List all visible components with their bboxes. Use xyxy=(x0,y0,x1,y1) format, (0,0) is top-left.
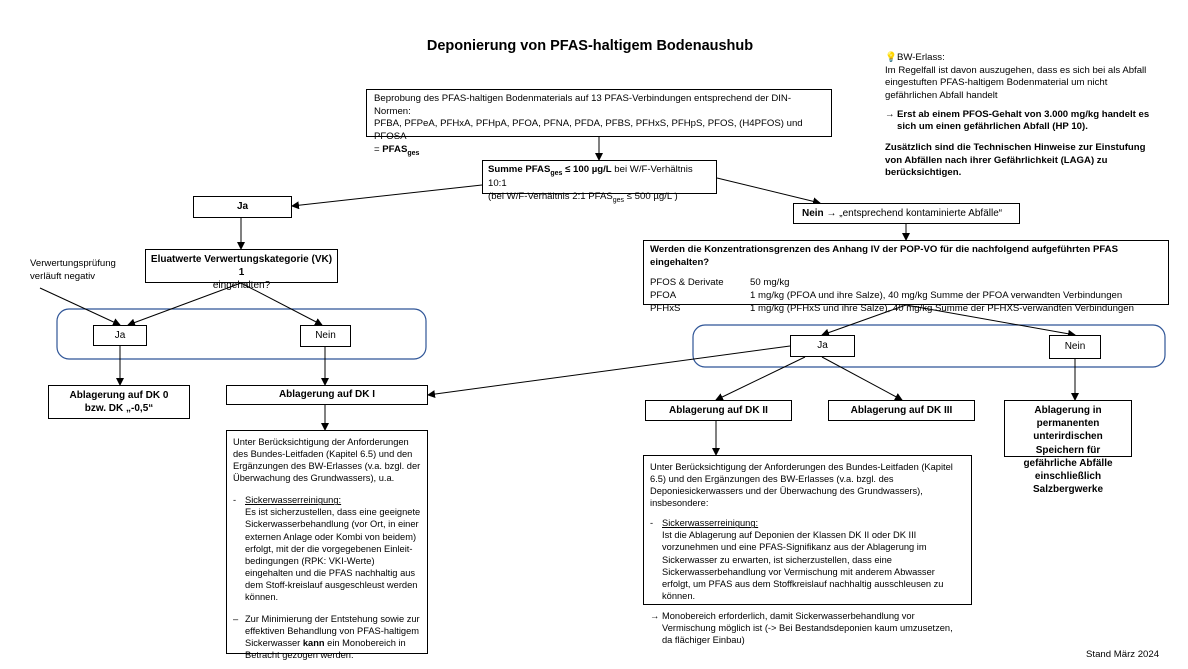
ja-right-box: Ja xyxy=(790,335,855,357)
sampling-line1: Beprobung des PFAS-haltigen Bodenmateria… xyxy=(374,93,792,117)
right-sw-body: Ist die Ablagerung auf Deponien der Klas… xyxy=(662,530,944,601)
left-requirements-box: Unter Berücksichtigung der Anforderungen… xyxy=(226,430,428,660)
page-title: Deponierung von PFAS-haltigem Bodenaushu… xyxy=(426,38,754,54)
arrow-ja-to-dk2 xyxy=(715,356,806,401)
sampling-box: Beprobung des PFAS-haltigen Bodenmateria… xyxy=(366,89,832,157)
popvo-question: Werden die Konzentrationsgrenzen des Anh… xyxy=(650,244,1119,268)
arrow-sum-to-nein xyxy=(716,177,821,206)
arrow-sum-to-ja xyxy=(291,184,483,210)
right-sw-item: - Sickerwasserreinigung: xyxy=(650,518,759,529)
footer-date: Stand März 2024 xyxy=(1086,649,1160,660)
dk0-line2: bzw. DK „-0,5“ xyxy=(84,403,154,415)
popvo-row: PFHxS 1 mg/kg (PFHxS und ihre Salze), 40 … xyxy=(650,303,1162,316)
popvo-row-value: 50 mg/kg xyxy=(750,277,790,289)
popvo-row-value: 1 mg/kg (PFHxS und ihre Salze), 40 mg/kg… xyxy=(750,302,1134,314)
info-heading-row: 💡BW-Erlass: xyxy=(885,52,1155,65)
popvo-row: PFOS & Derivate 50 mg/kg xyxy=(650,277,1162,290)
arrow-right-icon: → xyxy=(650,610,660,621)
left-sw-body: Es ist sicherzustellen, dass eine geeign… xyxy=(245,507,421,602)
verwertung-note: Verwertungsprüfung verläuft negativ xyxy=(30,258,116,282)
nein-left-box: Nein xyxy=(300,325,351,347)
right-intro: Unter Berücksichtigung der Anforderungen… xyxy=(650,462,953,509)
dk0-box: Ablagerung auf DK 0 bzw. DK „-0,5“ xyxy=(48,385,190,419)
ja-left-box: Ja xyxy=(93,325,147,346)
ja-top-box: Ja xyxy=(193,196,292,218)
popvo-row-value: 1 mg/kg (PFOA und ihre Salze), 40 mg/kg … xyxy=(750,289,1123,301)
arrow-right-icon: → xyxy=(885,108,895,120)
sum-line1: Summe PFASges ≤ 100 µg/L bei W/F-Verhält… xyxy=(488,164,693,190)
info-para2: Zusätzlich sind die Technischen Hinweise… xyxy=(885,141,1146,179)
sampling-pfas-ges: = PFASges xyxy=(374,143,420,157)
arrow-eluat-to-nein xyxy=(240,282,323,326)
nein-top-box: Nein → „entsprechend kontaminierte Abfäl… xyxy=(793,203,1020,224)
info-para1: Im Regelfall ist davon auszugehen, dass … xyxy=(885,64,1147,101)
right-requirements-box: Unter Berücksichtigung der Anforderungen… xyxy=(643,455,972,645)
arrow-verwertung-to-ja xyxy=(39,287,121,326)
popvo-row-key: PFOS & Derivate xyxy=(650,277,724,289)
dk2-box: Ablagerung auf DK II xyxy=(645,400,792,421)
lightbulb-icon: 💡 xyxy=(885,52,897,63)
group-left-ja-nein xyxy=(56,308,427,360)
right-mono-text: Monobereich erforderlich, damit Sickerwa… xyxy=(662,610,953,646)
left-mono-item: – Zur Minimierung der Entstehung sowie z… xyxy=(233,614,420,661)
left-mono-text: Zur Minimierung der Entstehung sowie zur… xyxy=(245,614,420,661)
info-heading: BW-Erlass: xyxy=(896,52,945,63)
info-arrow-row: → Erst ab einem PFOS-Gehalt von 3.000 mg… xyxy=(885,109,1155,134)
dk3-box: Ablagerung auf DK III xyxy=(828,400,975,421)
eluat-line2: eingehalten? xyxy=(212,280,271,292)
left-intro: Unter Berücksichtigung der Anforderungen… xyxy=(233,437,421,484)
eluat-question-box: Eluatwerte Verwertungskategorie (VK) 1 e… xyxy=(145,249,338,291)
group-right-ja-nein xyxy=(692,324,1166,368)
popvo-row-key: PFHxS xyxy=(650,302,681,314)
arrow-popvo-to-nein xyxy=(905,304,1076,338)
info-arrow-text: Erst ab einem PFOS-Gehalt von 3.000 mg/k… xyxy=(897,108,1150,133)
left-sw-item: - Sickerwasserreinigung: xyxy=(233,495,342,506)
popvo-question-box: Werden die Konzentrationsgrenzen des Anh… xyxy=(643,240,1169,314)
sum-line2: (bei W/F-Verhältnis 2:1 PFASges ≤ 500 µg… xyxy=(488,190,678,204)
popvo-row-key: PFOA xyxy=(650,289,677,301)
sampling-line2: PFBA, PFPeA, PFHxA, PFHpA, PFOA, PFNA, P… xyxy=(374,118,803,142)
right-sw-head: Sickerwasserreinigung: xyxy=(662,518,759,529)
nein-right-box: Nein xyxy=(1049,335,1101,359)
popvo-row: PFOA 1 mg/kg (PFOA und ihre Salze), 40 mg… xyxy=(650,290,1162,303)
right-mono-item: → Monobereich erforderlich, damit Sicker… xyxy=(650,610,965,646)
underground-storage-box: Ablagerung in permanenten unterirdischen… xyxy=(1004,400,1132,495)
arrow-popvo-to-ja xyxy=(821,304,907,337)
arrow-ja-to-dk3 xyxy=(821,356,903,401)
arrow-ja-to-dk1 xyxy=(427,345,791,399)
sum-condition-box: Summe PFASges ≤ 100 µg/L bei W/F-Verhält… xyxy=(482,160,717,204)
eluat-line1: Eluatwerte Verwertungskategorie (VK) 1 xyxy=(150,254,333,279)
arrow-eluat-to-ja xyxy=(127,282,242,327)
dk0-line1: Ablagerung auf DK 0 xyxy=(69,390,169,401)
info-note: 💡BW-Erlass: Im Regelfall ist davon auszu… xyxy=(885,52,1155,180)
arrow-right-icon: → xyxy=(826,208,837,219)
dk1-box: Ablagerung auf DK I xyxy=(226,385,428,405)
left-sw-head: Sickerwasserreinigung: xyxy=(245,495,342,506)
